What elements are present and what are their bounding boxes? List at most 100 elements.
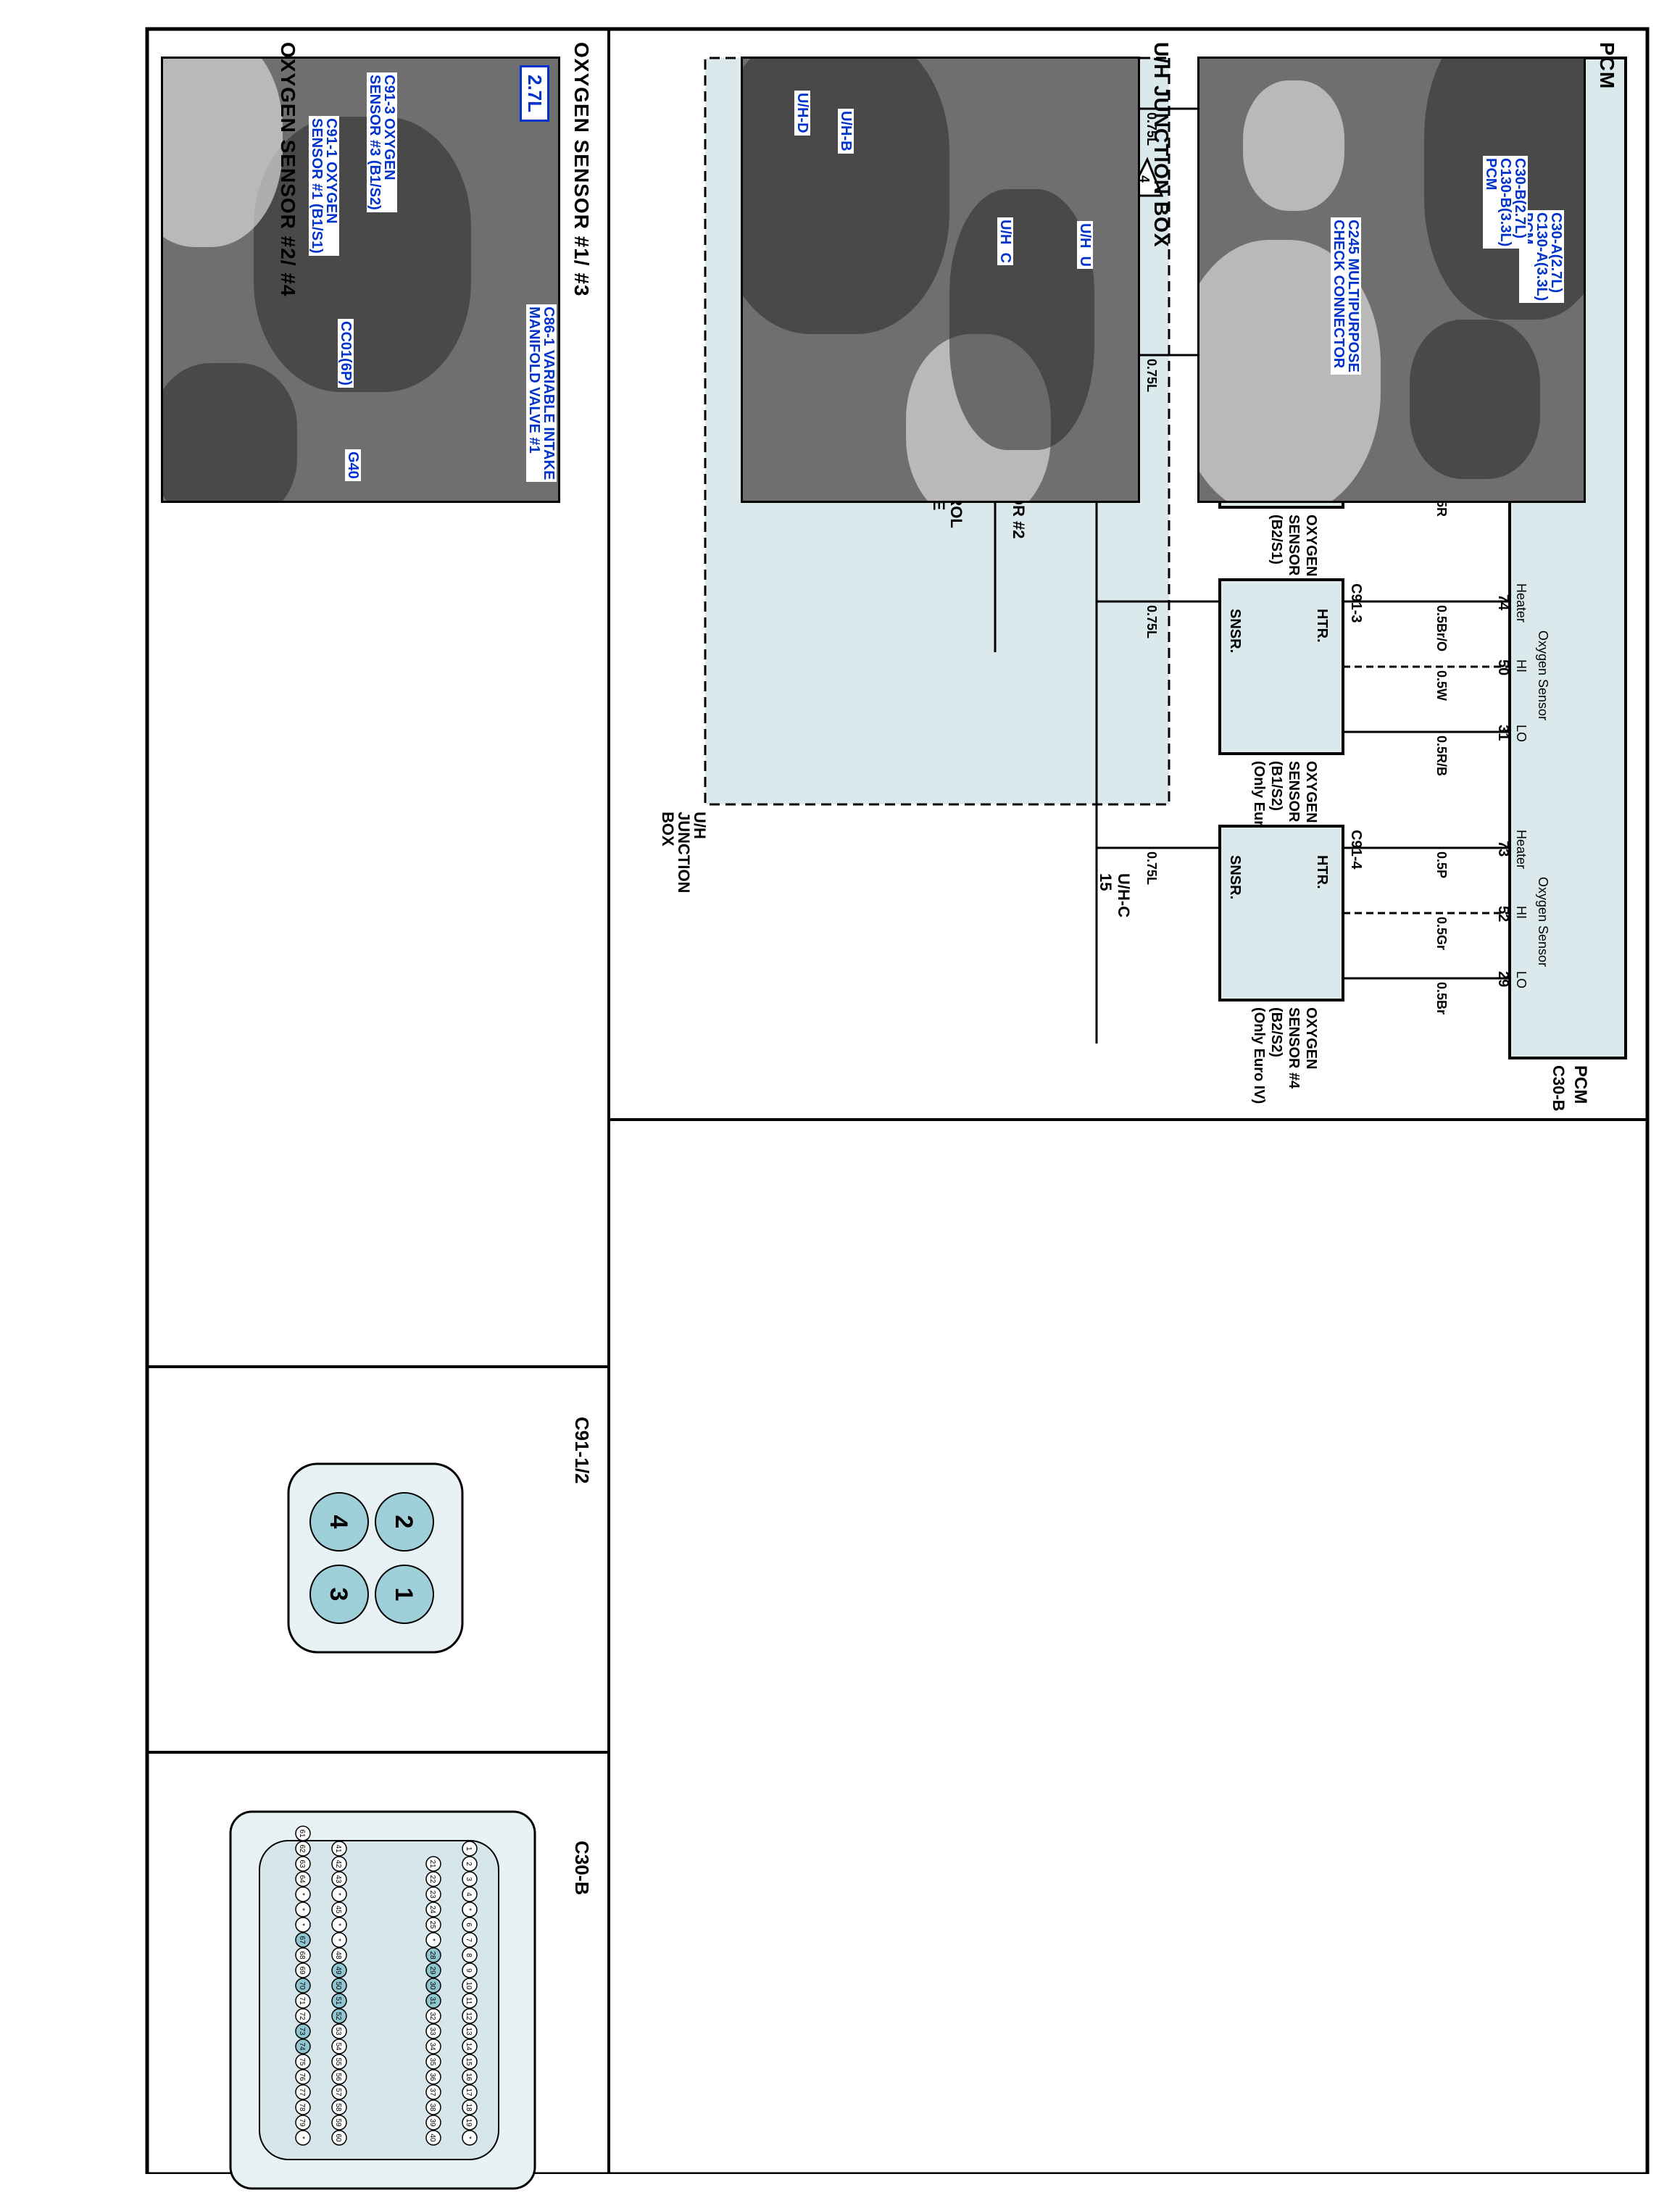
c30b-pin-* <box>295 1917 311 1933</box>
c30b-pin-label: 39 <box>428 2118 436 2127</box>
oxygen-sensor-3 <box>1218 578 1344 755</box>
c30b-pin-55 <box>331 2054 347 2070</box>
sensor-snsr-label: SNSR. <box>1227 855 1243 899</box>
pcm-label: PCM <box>1571 1065 1590 1104</box>
pcm-oxygen-label: Oxygen Sensor <box>1536 877 1550 967</box>
c30b-pin-label: * <box>428 1938 436 1941</box>
c30b-pin-label: 53 <box>334 2027 342 2036</box>
c30b-pin-52 <box>331 2008 347 2024</box>
c30b-pin-54 <box>331 2038 347 2054</box>
c30b-pin-label: 78 <box>298 2103 306 2112</box>
c30b-label: C30-B <box>1550 1065 1568 1112</box>
c30b-pin-56 <box>331 2069 347 2085</box>
c30b-pin-* <box>331 1932 347 1948</box>
pcm-hi-label: HI <box>1514 659 1529 672</box>
c30b-pin-19 <box>462 2115 478 2131</box>
callout-uh-c: U/H C <box>997 217 1013 265</box>
pcm-pin: 29 <box>1495 971 1511 987</box>
c30b-pin-label: 57 <box>334 2088 342 2096</box>
c30b-pin-label: 63 <box>298 1860 306 1868</box>
sensor-htr-label: HTR. <box>1314 609 1330 643</box>
c30b-pin-label: 43 <box>334 1875 342 1883</box>
c30b-pin-label: 70 <box>298 1981 306 1990</box>
c30b-pin-* <box>331 1917 347 1933</box>
c30b-pin-label: 1 <box>465 1846 473 1851</box>
c30b-pin-58 <box>331 2099 347 2115</box>
c30b-pin-label: * <box>334 1893 342 1896</box>
pcm-pin: 52 <box>1495 906 1511 922</box>
c30b-pin-label: 61 <box>298 1829 306 1838</box>
c30b-pin-16 <box>462 2069 478 2085</box>
c30b-pin-label: 3 <box>465 1877 473 1881</box>
c30b-pin-label: * <box>334 1923 342 1926</box>
c30b-pin-label: 62 <box>298 1844 306 1853</box>
c30b-pin-label: * <box>465 2136 473 2139</box>
c30b-pin-72 <box>295 2008 311 2024</box>
pcm-pin: 31 <box>1495 725 1511 741</box>
sensor-name-4: (Only Euro IV) <box>1251 1007 1267 1104</box>
c30b-pin-label: 7 <box>465 1938 473 1942</box>
c30b-pin-label: 72 <box>298 2012 306 2020</box>
c30b-pin-label: * <box>298 1908 306 1911</box>
c30b-pin-label: 29 <box>428 1966 436 1975</box>
c91-12-pin-1 <box>375 1565 434 1624</box>
c30b-pin-7 <box>462 1932 478 1948</box>
callout-uh-b: U/H-B <box>838 109 854 154</box>
pcm-lo-label: LO <box>1514 971 1529 988</box>
c30b-pin-31 <box>425 1993 441 2009</box>
c30b-pin-label: 37 <box>428 2088 436 2096</box>
c30b-pin-76 <box>295 2069 311 2085</box>
c30b-pin-69 <box>295 1962 311 1978</box>
c30b-pin-36 <box>425 2069 441 2085</box>
c30b-pin-label: * <box>298 1893 306 1896</box>
c30b-pin-label: 28 <box>428 1951 436 1960</box>
c30b-pin-34 <box>425 2038 441 2054</box>
callout-c86-1: C86-1 VARIABLE INTAKE MANIFOLD VALVE #1 <box>526 304 557 483</box>
sensor-name-4: SENSOR #4 <box>1286 1007 1302 1089</box>
photo-title-ox13: OXYGEN SENSOR #1/ #3 <box>570 42 593 297</box>
c30b-pin-57 <box>331 2084 347 2100</box>
c91-12-housing <box>287 1462 464 1654</box>
junction-box-label: BOX <box>659 812 677 846</box>
c30b-pin-24 <box>425 1902 441 1917</box>
c30b-pin-37 <box>425 2084 441 2100</box>
callout-cc01: CC01(6P) <box>338 319 354 388</box>
c30b-pin-74 <box>295 2038 311 2054</box>
c30b-pin-label: 60 <box>334 2133 342 2142</box>
c30b-pin-11 <box>462 1993 478 2009</box>
callout-uh-u: U/H U <box>1077 221 1093 269</box>
badge-ox13: 2.7L <box>520 65 549 122</box>
sensor-name-4: (B2/S2) <box>1268 1007 1284 1057</box>
sensor-name-3: OXYGEN <box>1303 761 1319 823</box>
c30b-pin-15 <box>462 2054 478 2070</box>
c30b-pin-14 <box>462 2038 478 2054</box>
c30b-pin-32 <box>425 2008 441 2024</box>
c30b-pin-label: 32 <box>428 2012 436 2020</box>
c30b-pin-39 <box>425 2115 441 2131</box>
c91-12-pin-label: 3 <box>325 1588 352 1602</box>
c30b-pin-41 <box>331 1841 347 1857</box>
sensor-snsr-label: SNSR. <box>1227 609 1243 653</box>
wire-label: 0.5P <box>1434 851 1449 878</box>
c30b-pin-50 <box>331 1978 347 1994</box>
warning-number: 4 <box>1137 175 1152 183</box>
wire-label: 0.5W <box>1434 670 1449 701</box>
c30b-pin-label: 76 <box>298 2073 306 2081</box>
c30b-pin-* <box>295 1886 311 1902</box>
c30b-pin-70 <box>295 1978 311 1994</box>
c30b-pin-label: 36 <box>428 2073 436 2081</box>
c30b-pin-38 <box>425 2099 441 2115</box>
c91-12-pin-label: 2 <box>390 1515 417 1529</box>
c30b-pin-label: 33 <box>428 2027 436 2036</box>
c30b-pin-label: 30 <box>428 1981 436 1990</box>
pcm-pin: 73 <box>1495 841 1511 857</box>
c30b-pin-label: 54 <box>334 2042 342 2051</box>
c30b-pin-29 <box>425 1962 441 1978</box>
sensor-name-3: SENSOR #3 <box>1286 761 1302 842</box>
c30b-pin-label: 50 <box>334 1981 342 1990</box>
c30b-pin-71 <box>295 1993 311 2009</box>
c91-12-pin-2 <box>375 1492 434 1552</box>
wire-label: 0.5Br <box>1434 982 1449 1015</box>
